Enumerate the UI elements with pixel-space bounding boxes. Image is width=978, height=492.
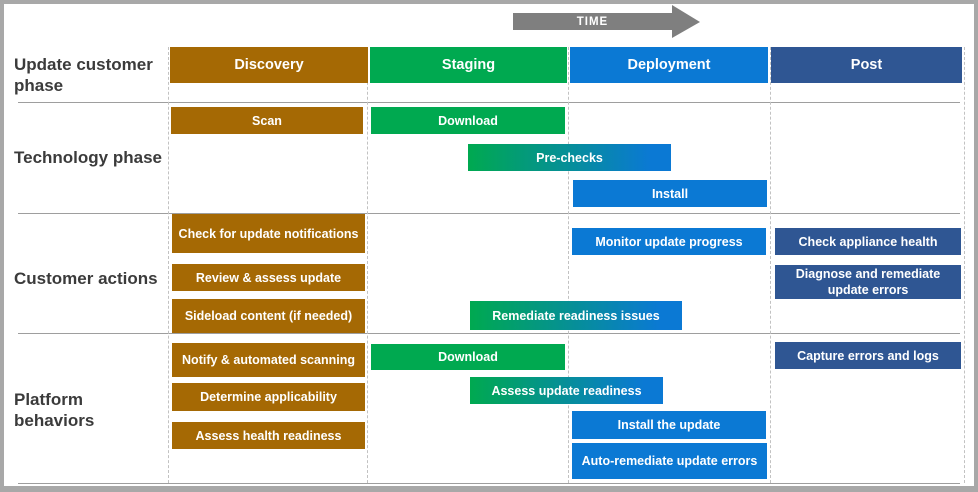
bar-auto-remediate-update-errors: Auto-remediate update errors (572, 443, 767, 479)
column-guide-line (568, 47, 569, 483)
row-separator-line (18, 333, 960, 334)
column-header-post: Post (771, 47, 962, 83)
column-guide-line (770, 47, 771, 483)
column-guide-line (367, 47, 368, 483)
bar-check-for-update-notifications: Check for update notifications (172, 214, 365, 253)
bar-check-appliance-health: Check appliance health (775, 228, 961, 255)
row-label-platform-behaviors: Platform behaviors (14, 390, 95, 430)
bar-capture-errors-and-logs: Capture errors and logs (775, 342, 961, 369)
column-guide-line (168, 47, 169, 483)
row-separator-line (18, 102, 960, 103)
row-separator-line (18, 213, 960, 214)
column-header-deployment: Deployment (570, 47, 768, 83)
bar-notify-automated-scanning: Notify & automated scanning (172, 343, 365, 377)
bar-platform-download: Download (371, 344, 565, 370)
bar-download: Download (371, 107, 565, 134)
bar-determine-applicability: Determine applicability (172, 383, 365, 411)
column-header-discovery: Discovery (170, 47, 368, 83)
bar-diagnose-remediate-update-errors: Diagnose and remediate update errors (775, 265, 961, 299)
bar-review-assess-update: Review & assess update (172, 264, 365, 291)
row-label-update-customer-phase: Update customer phase (14, 55, 153, 95)
column-header-staging: Staging (370, 47, 567, 83)
row-label-technology-phase: Technology phase (14, 148, 162, 167)
time-arrow-label: TIME (576, 15, 609, 28)
time-arrow-head-icon (672, 5, 700, 38)
bar-scan: Scan (171, 107, 363, 134)
bar-install-the-update: Install the update (572, 411, 766, 439)
bar-sideload-content: Sideload content (if needed) (172, 299, 365, 333)
column-guide-line (964, 47, 965, 483)
bar-monitor-update-progress: Monitor update progress (572, 228, 766, 255)
bar-install: Install (573, 180, 767, 207)
row-separator-line (18, 483, 960, 484)
time-arrow-shaft (513, 13, 672, 30)
row-label-customer-actions: Customer actions (14, 269, 158, 288)
bar-assess-health-readiness: Assess health readiness (172, 422, 365, 449)
bar-assess-update-readiness: Assess update readiness (470, 377, 663, 404)
bar-pre-checks: Pre-checks (468, 144, 671, 171)
bar-remediate-readiness-issues: Remediate readiness issues (470, 301, 682, 330)
